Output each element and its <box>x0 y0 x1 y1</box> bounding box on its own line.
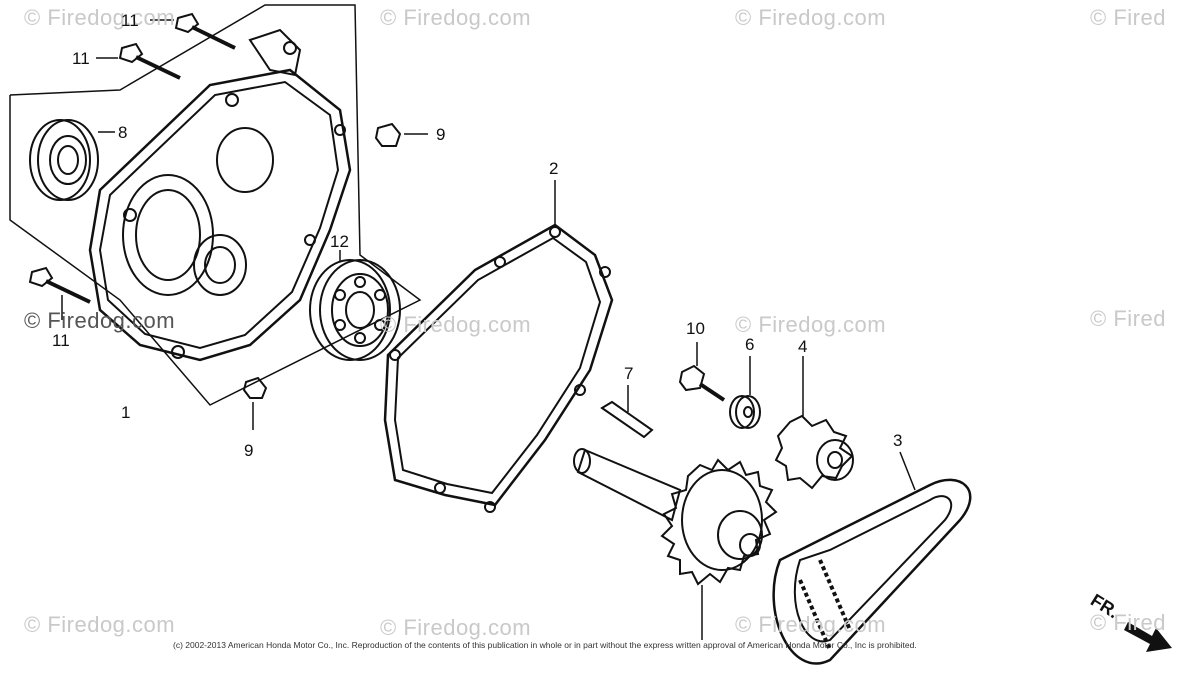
callout-12: 12 <box>330 232 349 251</box>
watermark: © Firedog.com <box>735 612 887 637</box>
watermark: © Firedog.com <box>380 312 532 337</box>
bolt-part-11-low <box>28 266 91 304</box>
copyright-notice: (c) 2002-2013 American Honda Motor Co., … <box>173 640 917 650</box>
watermark: © Fired <box>1090 5 1166 30</box>
watermark: © Fired <box>1090 306 1166 331</box>
callout-11-low: 11 <box>52 331 70 350</box>
dowel-pin-part-9-lower <box>242 376 268 399</box>
flange-bolt-part-10 <box>678 364 726 402</box>
callout-6: 6 <box>745 335 755 354</box>
watermark: © Firedog.com <box>735 5 887 30</box>
watermark: © Fired <box>1090 610 1166 635</box>
callout-9-lower: 9 <box>244 441 254 460</box>
callout-8: 8 <box>118 123 128 142</box>
gasket-part-2 <box>383 223 614 513</box>
callout-7: 7 <box>624 364 634 383</box>
dowel-pin-part-9-upper <box>374 122 402 147</box>
callout-3: 3 <box>893 431 903 450</box>
watermark: © Firedog.com <box>735 312 887 337</box>
watermark: © Firedog.com <box>380 615 532 640</box>
callout-9-upper: 9 <box>436 125 446 144</box>
front-direction-arrow <box>1124 622 1172 652</box>
callout-10: 10 <box>686 319 705 338</box>
output-shaft-with-sprocket <box>573 448 778 586</box>
callout-11-mid: 11 <box>72 49 90 68</box>
drive-sprocket-part-4 <box>774 414 854 490</box>
callout-2: 2 <box>549 159 559 178</box>
bolt-part-11-top <box>174 12 236 50</box>
oil-seal-part-8 <box>29 119 99 201</box>
woodruff-key-part-7 <box>600 400 654 439</box>
watermark: © Firedog.com <box>24 612 176 637</box>
drive-chain-part-3 <box>772 478 972 665</box>
callout-4: 4 <box>798 337 808 356</box>
transmission-cover-part-1 <box>88 28 352 362</box>
watermark: © Firedog.com <box>24 308 176 333</box>
ball-bearing-part-12 <box>309 259 401 361</box>
callout-1: 1 <box>121 403 131 422</box>
watermark: © Firedog.com <box>380 5 532 30</box>
washer-part-6 <box>729 395 761 429</box>
bolt-part-11-mid <box>118 42 181 80</box>
callout-11-top: 11 <box>121 11 139 30</box>
watermark: © Firedog.com <box>24 5 176 30</box>
